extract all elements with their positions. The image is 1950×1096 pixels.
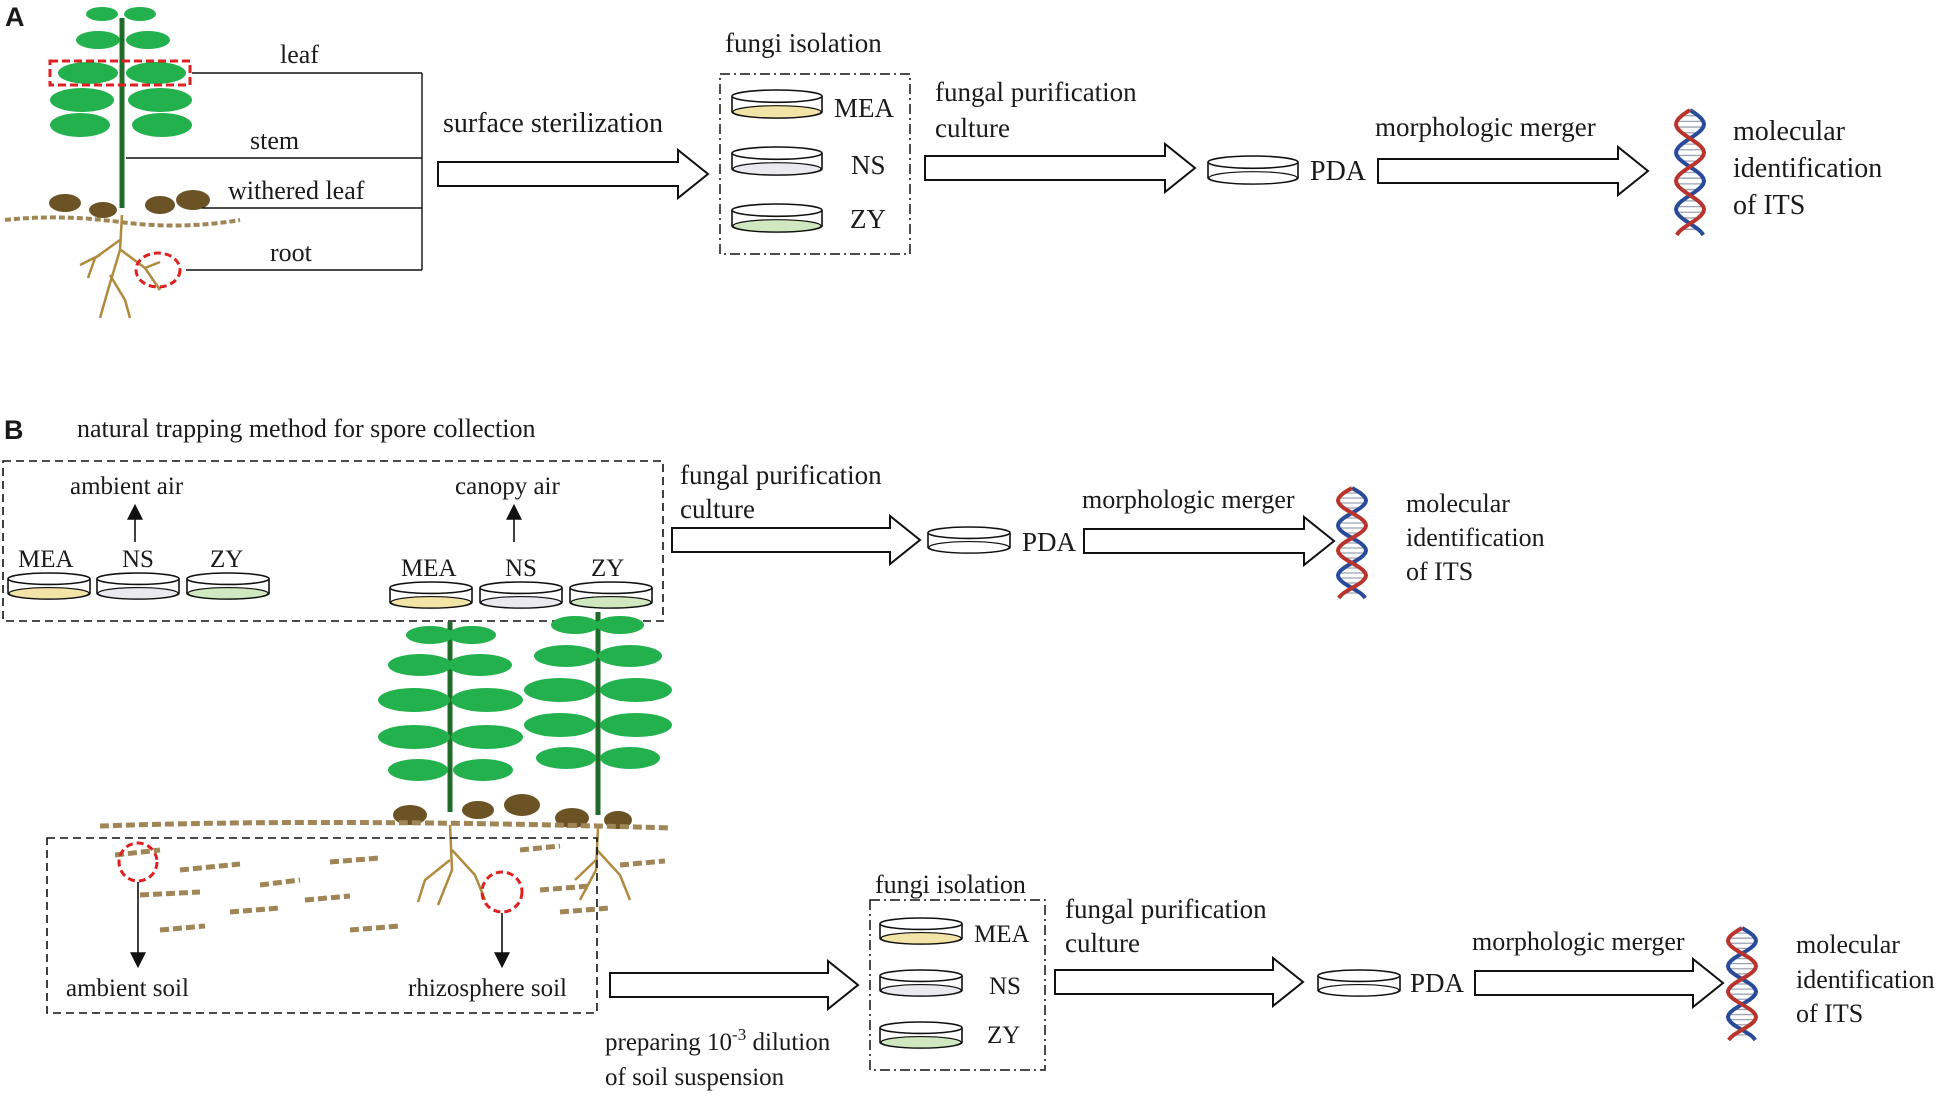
ambient-soil-label: ambient soil bbox=[66, 975, 189, 1002]
root-label: root bbox=[270, 238, 313, 267]
panel-b-label: B bbox=[4, 415, 24, 445]
soil-purification-line2: culture bbox=[1065, 928, 1140, 958]
leaf-highlight-box bbox=[48, 59, 192, 87]
air-molecular-line3: of ITS bbox=[1406, 557, 1473, 586]
stem-label: stem bbox=[250, 126, 299, 155]
soil-media-zy: ZY bbox=[987, 1022, 1020, 1049]
root-highlight-circle bbox=[134, 251, 182, 289]
arrow-soil-isolation bbox=[609, 958, 860, 1012]
soil-dish-zy bbox=[879, 1021, 963, 1049]
air-purification-line1: fungal purification bbox=[680, 460, 882, 490]
soil-pda-label: PDA bbox=[1410, 968, 1465, 998]
media-zy-a: ZY bbox=[850, 204, 886, 234]
soil-media-ns: NS bbox=[989, 973, 1021, 1000]
soil-purification-line1: fungal purification bbox=[1065, 894, 1267, 924]
arrow-air-morphologic bbox=[1083, 514, 1336, 568]
air-molecular-line2: identification bbox=[1406, 523, 1545, 552]
rhizosphere-soil-label: rhizosphere soil bbox=[408, 975, 567, 1002]
dilution-line2: of soil suspension bbox=[605, 1064, 785, 1091]
soil-dish-mea bbox=[879, 917, 963, 945]
pda-label-a: PDA bbox=[1310, 156, 1367, 187]
purification-line2-a: culture bbox=[935, 113, 1010, 143]
soil-molecular-line2: identification bbox=[1796, 965, 1935, 994]
air-media-ns-left: NS bbox=[122, 546, 154, 573]
ambient-air-label: ambient air bbox=[70, 473, 184, 500]
air-media-zy-right: ZY bbox=[591, 555, 624, 582]
isolation-box-soil bbox=[869, 899, 1046, 1071]
air-dish-mea-left bbox=[7, 572, 91, 600]
plant-illustration-a bbox=[4, 7, 241, 319]
air-molecular-line1: molecular bbox=[1406, 489, 1510, 518]
air-dish-ns-right bbox=[479, 581, 563, 609]
dish-ns-a bbox=[731, 146, 823, 176]
soil-dna-helix-icon bbox=[1725, 926, 1759, 1042]
withered-leaf-label: withered leaf bbox=[228, 176, 365, 205]
air-dish-pda bbox=[927, 526, 1011, 554]
plant-illustration-b bbox=[99, 612, 673, 933]
air-dna-helix-icon bbox=[1335, 486, 1369, 600]
soil-molecular-line3: of ITS bbox=[1796, 999, 1863, 1028]
air-morphologic-merger: morphologic merger bbox=[1082, 485, 1295, 514]
dna-helix-icon bbox=[1673, 108, 1707, 237]
leaf-label: leaf bbox=[280, 40, 319, 69]
panel-a-label: A bbox=[5, 2, 25, 32]
morphologic-merger-a: morphologic merger bbox=[1375, 112, 1596, 142]
arrow-soil-purification bbox=[1054, 955, 1305, 1009]
surface-sterilization-label: surface sterilization bbox=[443, 108, 663, 139]
arrow-purification-a bbox=[924, 141, 1197, 195]
air-dish-ns-left bbox=[96, 572, 180, 600]
air-trapping-box bbox=[2, 460, 664, 622]
soil-molecular-line1: molecular bbox=[1796, 930, 1900, 959]
molecular-line3-a: of ITS bbox=[1733, 190, 1805, 221]
arrow-soil-morphologic bbox=[1474, 956, 1725, 1010]
arrow-air-purification bbox=[671, 513, 922, 567]
dish-zy-a bbox=[731, 203, 823, 233]
air-media-mea-right: MEA bbox=[401, 555, 457, 582]
media-mea-a: MEA bbox=[834, 93, 895, 123]
air-media-ns-right: NS bbox=[505, 555, 537, 582]
molecular-line2-a: identification bbox=[1733, 153, 1882, 184]
air-purification-line2: culture bbox=[680, 494, 755, 524]
dish-mea-a bbox=[731, 89, 823, 119]
air-media-mea-left: MEA bbox=[18, 546, 74, 573]
air-pda-label: PDA bbox=[1022, 527, 1077, 557]
molecular-line1-a: molecular bbox=[1733, 116, 1846, 147]
soil-dish-ns bbox=[879, 969, 963, 997]
canopy-air-label: canopy air bbox=[455, 473, 560, 500]
air-dish-zy-right bbox=[569, 581, 653, 609]
rhizosphere-soil-highlight bbox=[480, 870, 524, 914]
fungi-isolation-title-a: fungi isolation bbox=[725, 28, 882, 58]
arrow-surface-sterilization bbox=[437, 147, 710, 201]
media-ns-a: NS bbox=[851, 150, 886, 180]
arrow-morphologic-a bbox=[1377, 144, 1650, 198]
soil-media-mea: MEA bbox=[974, 921, 1030, 948]
air-media-zy-left: ZY bbox=[210, 546, 243, 573]
soil-fungi-isolation-title: fungi isolation bbox=[875, 870, 1026, 899]
spore-collection-title: natural trapping method for spore collec… bbox=[77, 414, 535, 443]
purification-line1-a: fungal purification bbox=[935, 77, 1137, 107]
dish-pda-a bbox=[1207, 155, 1299, 185]
air-dish-zy-left bbox=[186, 572, 270, 600]
ambient-soil-highlight bbox=[117, 841, 159, 883]
air-dish-mea-right bbox=[389, 581, 473, 609]
soil-dish-pda bbox=[1317, 969, 1401, 997]
dilution-line1: preparing 10-3 dilution bbox=[605, 1025, 831, 1056]
soil-sampling-box bbox=[46, 837, 598, 1014]
isolation-box-a bbox=[719, 73, 911, 255]
soil-morphologic-merger: morphologic merger bbox=[1472, 927, 1685, 956]
